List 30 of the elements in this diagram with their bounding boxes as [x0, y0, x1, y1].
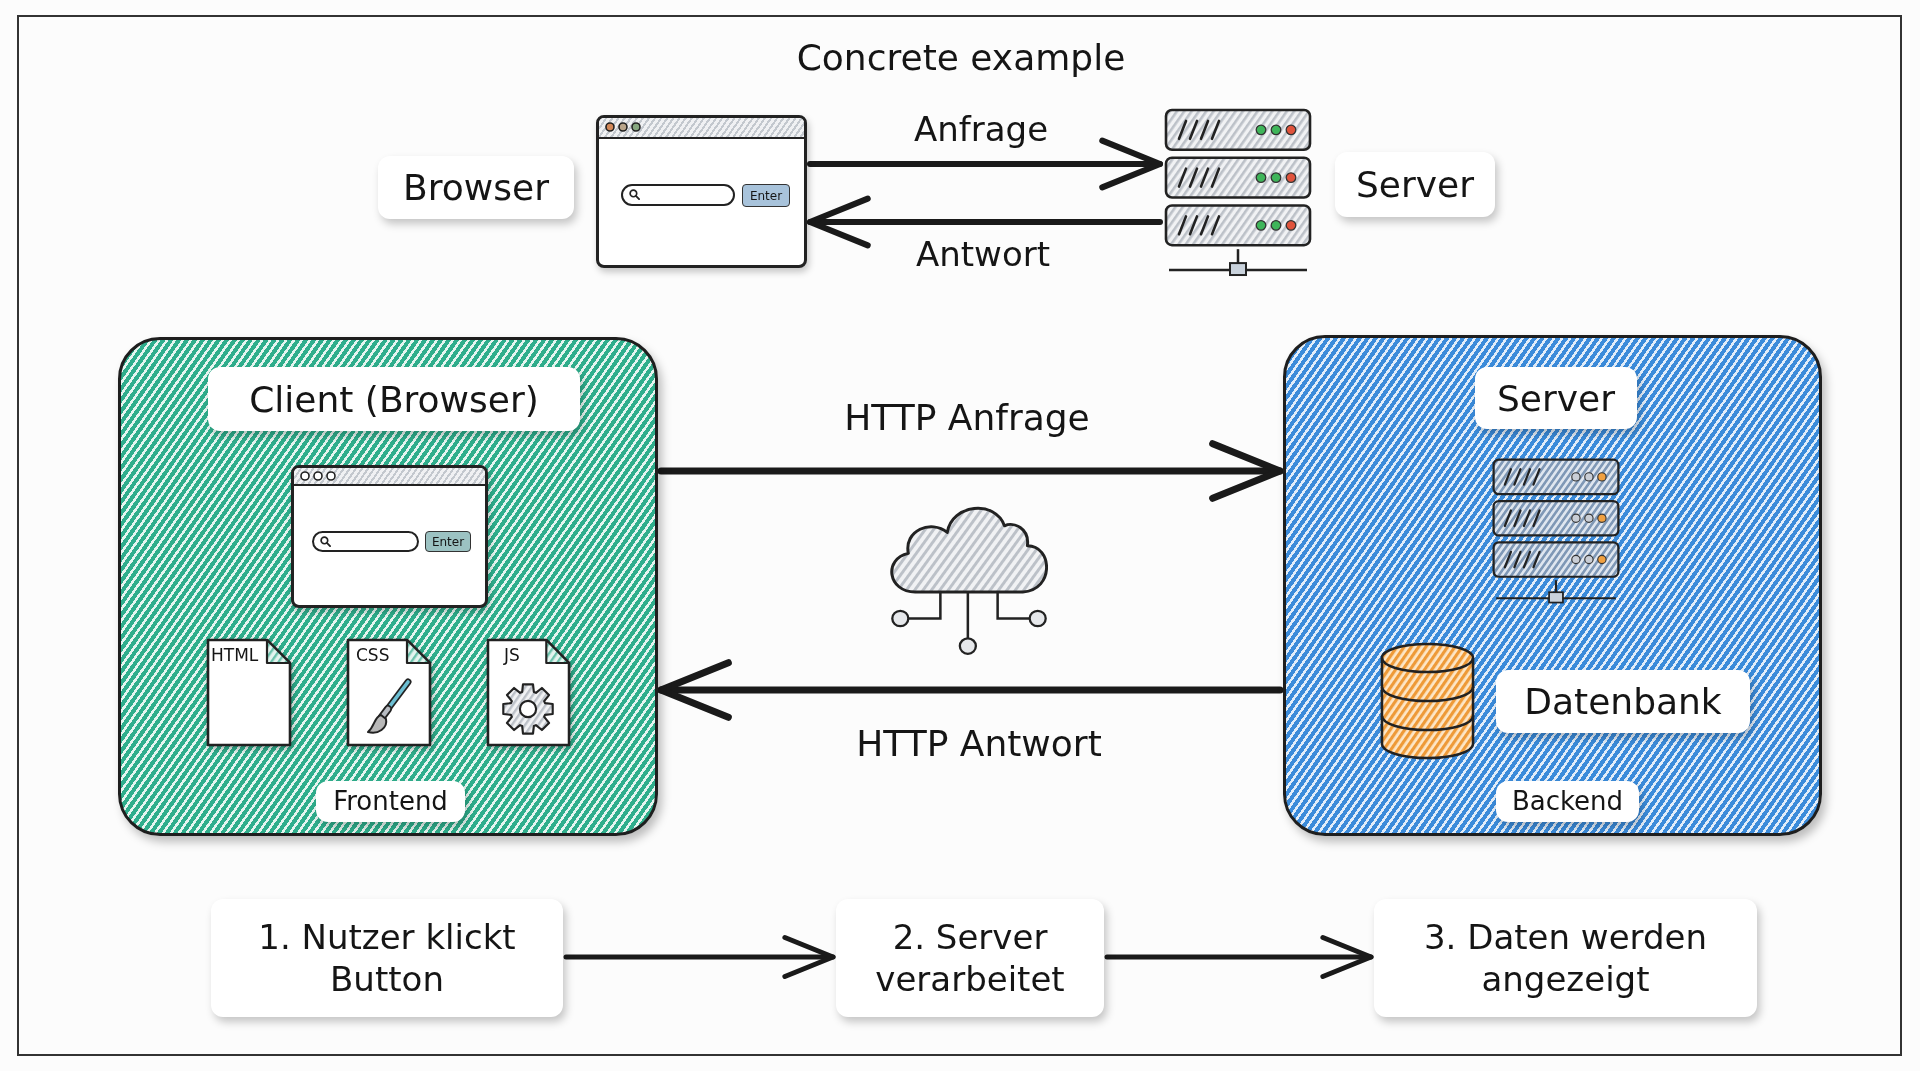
arrow: [1104, 935, 1374, 979]
browser-window: [596, 115, 807, 268]
file-type-label: JS: [504, 645, 520, 666]
arrow: [563, 935, 836, 979]
arrow: [807, 195, 1163, 249]
arrow: [657, 440, 1284, 502]
step-card: 3. Daten werden angezeigt: [1374, 899, 1757, 1017]
enter-button: Enter: [425, 531, 471, 552]
file-document: [346, 638, 432, 747]
step-card: 1. Nutzer klickt Button: [211, 899, 563, 1017]
server-panel: [1283, 335, 1822, 836]
panel-heading: Server: [1475, 367, 1637, 429]
server-rack-icon: [1163, 108, 1313, 279]
arrow: [657, 659, 1284, 721]
client-panel: [118, 337, 658, 836]
arrow: [807, 137, 1163, 191]
diagram-title: Concrete example: [796, 36, 1126, 80]
panel-heading: Client (Browser): [208, 367, 580, 431]
label-card: Server: [1335, 152, 1495, 217]
browser-window: [291, 465, 488, 608]
file-type-label: CSS: [356, 645, 390, 666]
panel-footer: Backend: [1496, 781, 1639, 822]
file-type-label: HTML: [211, 645, 259, 666]
enter-button: Enter: [742, 184, 790, 207]
label-card: Datenbank: [1496, 670, 1750, 733]
panel-footer: Frontend: [316, 781, 465, 822]
label-card: Browser: [378, 156, 574, 219]
file-document: [486, 638, 571, 747]
file-document: [206, 638, 292, 747]
step-card: 2. Server verarbeitet: [836, 899, 1104, 1017]
